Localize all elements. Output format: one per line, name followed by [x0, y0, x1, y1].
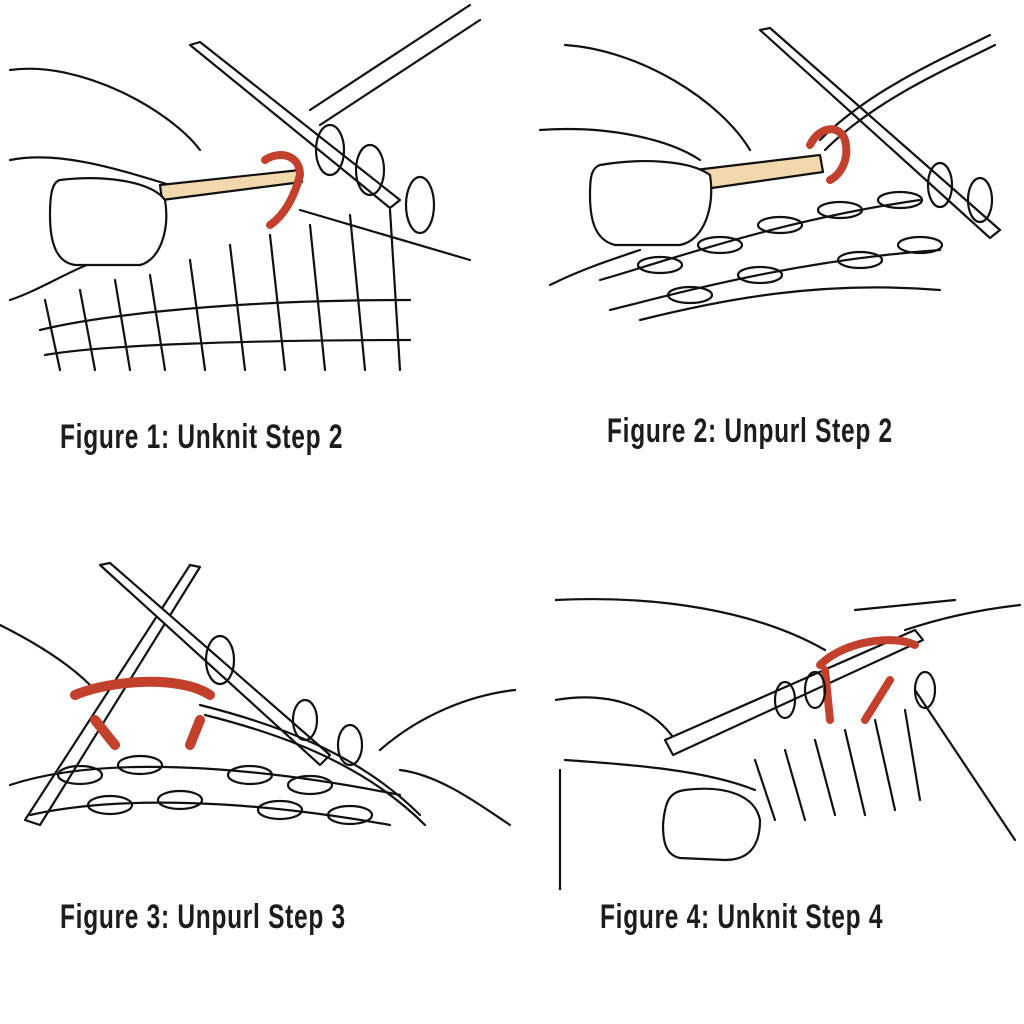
figure-1-illustration — [0, 0, 512, 390]
right-needle — [23, 563, 202, 827]
left-needle — [853, 598, 1017, 842]
highlighted-stitch — [806, 125, 851, 184]
knit-fabric — [753, 670, 937, 822]
thumb — [48, 177, 168, 267]
hand-outline — [555, 597, 827, 890]
figure-1-caption: Figure 1: Unknit Step 2 — [60, 418, 344, 456]
figure-4-illustration — [555, 590, 1024, 890]
figure-3-illustration — [0, 555, 520, 845]
right-needle — [188, 40, 402, 210]
figure-3-caption: Figure 3: Unpurl Step 3 — [60, 898, 346, 936]
figure-2-caption: Figure 2: Unpurl Step 2 — [607, 412, 893, 450]
wood-needle — [693, 153, 825, 192]
purl-fabric — [598, 161, 994, 322]
left-needle — [298, 3, 482, 262]
thumb — [661, 787, 762, 862]
hand-outline — [0, 623, 517, 827]
working-yarn — [198, 703, 427, 827]
working-yarn — [818, 33, 997, 152]
figure-4-caption: Figure 4: Unknit Step 4 — [600, 898, 884, 936]
hand-outline — [538, 43, 752, 287]
highlighted-loop — [816, 636, 919, 724]
thumb — [588, 160, 713, 247]
highlighted-loop — [70, 676, 215, 750]
purl-fabric — [8, 634, 402, 827]
highlighted-stitch — [261, 151, 304, 229]
working-yarn — [903, 603, 1022, 632]
knit-fabric — [38, 123, 436, 372]
left-needle — [98, 561, 332, 767]
right-needle — [758, 26, 1002, 240]
wood-needle — [158, 168, 304, 202]
figure-2-illustration — [520, 0, 1024, 390]
